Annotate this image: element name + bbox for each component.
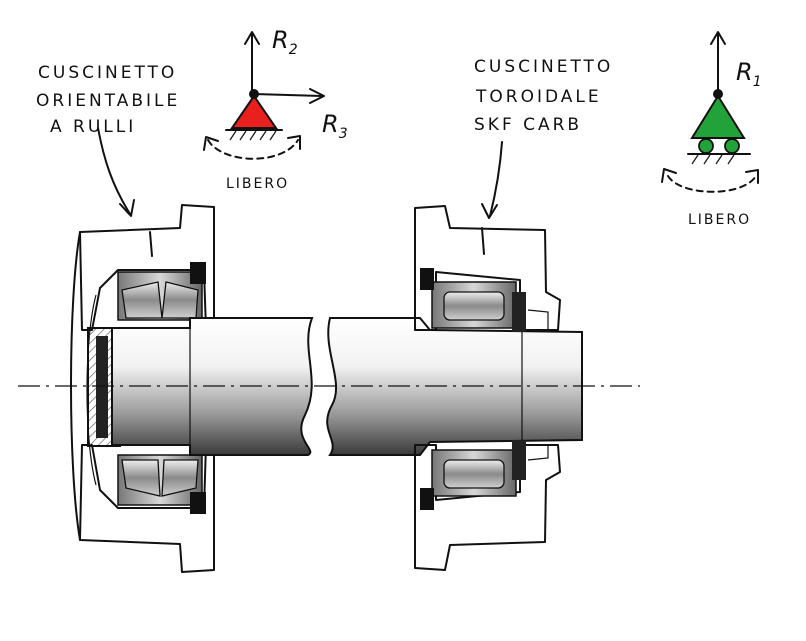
right-bearing-rollers (420, 268, 549, 510)
r1-label: R1 (736, 58, 762, 90)
r3-label: R3 (322, 110, 348, 142)
right-label-line3: SKF CARB (474, 115, 582, 135)
left-label-arrow (97, 127, 135, 217)
roller-rotation-label: LIBERO (688, 212, 751, 228)
left-label-line3: A RULLI (50, 117, 136, 137)
left-label-line2: ORIENTABILE (36, 91, 180, 111)
fixed-support-symbol (203, 31, 325, 160)
right-label-arrow (481, 141, 503, 219)
left-label-line1: CUSCINETTO (38, 63, 177, 83)
fixed-rotation-label: LIBERO (226, 176, 289, 192)
left-bearing-rollers (117, 262, 206, 514)
roller-support-symbol (661, 31, 759, 193)
r2-label: R2 (272, 26, 298, 58)
right-label-line1: CUSCINETTO (474, 57, 613, 77)
right-housing (414, 205, 561, 571)
right-label-line2: TOROIDALE (475, 87, 602, 107)
